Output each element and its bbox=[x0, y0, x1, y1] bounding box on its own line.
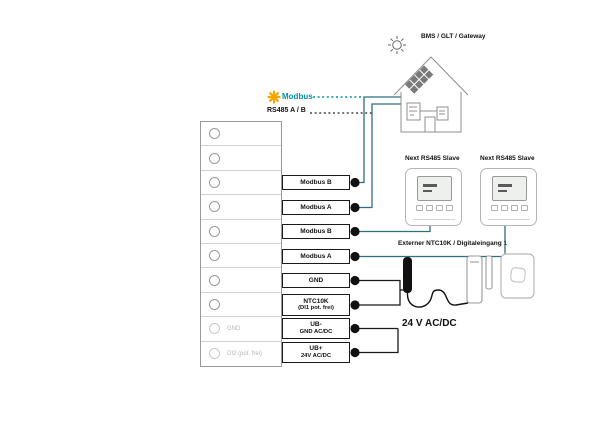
device-button bbox=[491, 205, 498, 211]
connector-ntc10k: NTC10K (DI1 pot. frei) bbox=[282, 294, 350, 316]
rs485-label: RS485 A / B bbox=[267, 107, 306, 114]
connector-sublabel: 24V AC/DC bbox=[300, 352, 332, 359]
sun-icon bbox=[388, 36, 406, 54]
slave2-label: Next RS485 Slave bbox=[480, 155, 535, 162]
connector-label: Modbus A bbox=[300, 252, 332, 260]
device-button bbox=[426, 205, 433, 211]
terminal-row bbox=[201, 146, 281, 171]
building-gateway-icon bbox=[393, 56, 469, 133]
terminal-row bbox=[201, 122, 281, 147]
thermostat-device-icon bbox=[480, 168, 537, 226]
device-groove bbox=[413, 218, 455, 220]
button-row bbox=[416, 205, 453, 211]
terminal-label-gnd: GND bbox=[227, 325, 241, 332]
connector-label: UB- bbox=[310, 321, 322, 329]
connector-label: NTC10K bbox=[303, 297, 329, 305]
door-contact-icon bbox=[466, 255, 493, 304]
connector-modbus-b-2: Modbus B bbox=[282, 224, 350, 239]
connector-dot bbox=[350, 275, 360, 286]
gateway-label: BMS / GLT / Gateway bbox=[421, 33, 486, 40]
terminal-screw bbox=[209, 225, 220, 237]
modbus-star-icon bbox=[267, 90, 281, 104]
wire-modbus-b-gateway bbox=[355, 96, 401, 184]
slave1-label: Next RS485 Slave bbox=[405, 155, 460, 162]
connector-dot bbox=[350, 300, 360, 310]
terminal-row-gnd-unused: GND bbox=[201, 317, 281, 342]
connector-label: Modbus B bbox=[300, 227, 332, 235]
solar-panel-icon bbox=[405, 65, 434, 94]
modbus-logo-text: Modbus bbox=[282, 92, 313, 101]
terminal-screw bbox=[209, 128, 220, 140]
connector-dot bbox=[350, 323, 360, 334]
connector-label: UB+ bbox=[309, 345, 323, 353]
device-button bbox=[501, 205, 508, 211]
lcd-segment bbox=[423, 190, 432, 192]
connector-modbus-a-2: Modbus A bbox=[282, 249, 350, 264]
terminal-row-di2-unused: DI2 (pot. frei) bbox=[201, 342, 281, 366]
connector-label: GND bbox=[308, 276, 324, 284]
terminal-screw bbox=[209, 323, 220, 335]
connector-dot bbox=[350, 177, 360, 188]
connector-gnd: GND bbox=[282, 273, 350, 288]
terminal-row-modbus-b1 bbox=[201, 171, 281, 196]
device-button bbox=[416, 205, 423, 211]
connector-sublabel: (DI1 pot. frei) bbox=[298, 305, 334, 312]
wire-gnd-ntc-sensor bbox=[355, 279, 401, 306]
device-button bbox=[436, 205, 443, 211]
connector-modbus-a-1: Modbus A bbox=[282, 200, 350, 215]
connector-dot bbox=[350, 226, 360, 237]
terminal-label-di2: DI2 (pot. frei) bbox=[227, 350, 263, 357]
lcd-segment bbox=[498, 190, 507, 192]
terminal-row-modbus-a1 bbox=[201, 195, 281, 220]
terminal-row-modbus-a2 bbox=[201, 244, 281, 269]
terminal-screw bbox=[209, 298, 220, 310]
terminal-row-modbus-b2 bbox=[201, 220, 281, 244]
sensor-group-label: Externer NTC10K / Digitaleingang 1 bbox=[398, 240, 508, 247]
connector-dots bbox=[350, 177, 360, 358]
lcd-display bbox=[492, 176, 527, 201]
connector-dot bbox=[350, 347, 360, 358]
device-button bbox=[511, 205, 518, 211]
connector-label: Modbus A bbox=[300, 203, 332, 211]
terminal-block: GND DI2 (pot. frei) bbox=[200, 121, 282, 367]
terminal-screw bbox=[209, 201, 220, 213]
connector-dot bbox=[350, 202, 360, 213]
connector-modbus-b-1: Modbus B bbox=[282, 175, 350, 190]
connector-sublabel: GND AC/DC bbox=[299, 328, 333, 335]
button-row bbox=[491, 205, 528, 211]
terminal-screw bbox=[209, 274, 220, 286]
device-groove bbox=[488, 218, 530, 220]
power-label: 24 V AC/DC bbox=[402, 318, 457, 329]
lcd-segment bbox=[498, 184, 512, 187]
wall-sensor-icon bbox=[500, 253, 535, 299]
connector-label: Modbus B bbox=[300, 178, 332, 186]
wire-ub-plus bbox=[355, 328, 399, 354]
device-button bbox=[446, 205, 453, 211]
terminal-row-gnd bbox=[201, 268, 281, 293]
wire-modbus-a-gateway bbox=[355, 103, 401, 209]
terminal-screw bbox=[209, 176, 220, 188]
connector-ub-minus: UB- GND AC/DC bbox=[282, 318, 350, 339]
terminal-row-ntc bbox=[201, 293, 281, 318]
terminal-screw bbox=[209, 152, 220, 164]
lcd-display bbox=[417, 176, 452, 201]
device-button bbox=[521, 205, 528, 211]
connector-ub-plus: UB+ 24V AC/DC bbox=[282, 342, 350, 363]
temperature-probe-icon bbox=[403, 257, 469, 308]
terminal-screw bbox=[209, 348, 220, 360]
terminal-screw bbox=[209, 250, 220, 262]
lcd-segment bbox=[423, 184, 437, 187]
thermostat-device-icon bbox=[405, 168, 462, 226]
connector-dot bbox=[350, 251, 360, 262]
wire-modbus-b-slave bbox=[355, 226, 431, 233]
